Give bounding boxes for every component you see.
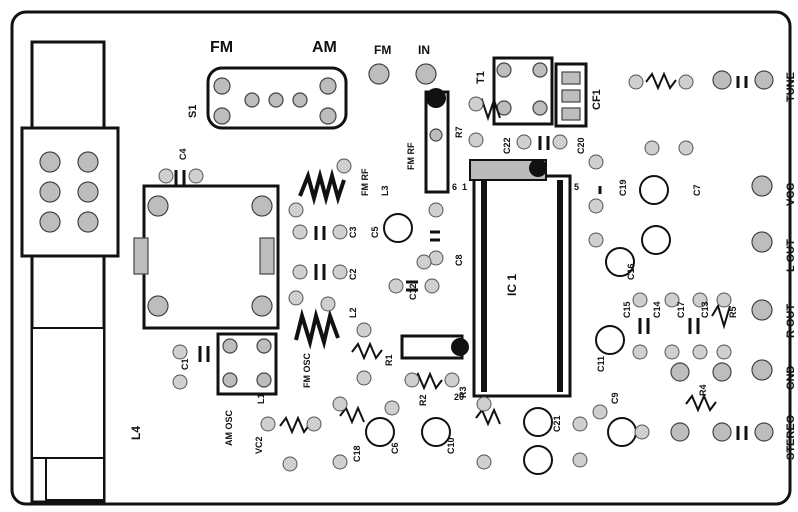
label-c4: C4: [178, 148, 188, 160]
label-c3: C3: [348, 226, 358, 238]
label-pin5: 5: [574, 182, 579, 192]
label-r4: R4: [698, 384, 708, 396]
capacitor-symbols: [174, 76, 748, 440]
edge-connection-pads: [670, 70, 774, 442]
label-fm-osc: FM OSC: [302, 353, 312, 388]
label-s1: S1: [187, 105, 199, 118]
labels: FM AM FM IN S1 T1 CF1 TUNE C4 FM RF L3 R…: [129, 39, 797, 462]
fm-in-pad: [368, 63, 390, 85]
fm-rf-pin1: [426, 88, 446, 108]
label-c13: C13: [700, 301, 710, 318]
label-gnd: GND: [785, 366, 797, 391]
label-c15: C15: [622, 301, 632, 318]
ic1-pin1-marker: [529, 159, 547, 177]
label-vcc: VCC: [785, 183, 797, 206]
label-l-out: L OUT: [785, 239, 797, 272]
label-c18: C18: [352, 445, 362, 462]
fm-rf-pad: [429, 128, 443, 142]
label-l2: L2: [348, 307, 358, 318]
fm-tuner-pads: [133, 195, 275, 317]
label-c9: C9: [610, 392, 620, 404]
label-c8: C8: [454, 254, 464, 266]
label-r-out: R OUT: [785, 304, 797, 339]
label-c14: C14: [652, 301, 662, 318]
l1-pads: [222, 338, 272, 388]
label-r3: R3: [458, 386, 468, 398]
c12-marker: [451, 338, 469, 356]
label-r2: R2: [418, 394, 428, 406]
label-am-osc: AM OSC: [224, 409, 234, 446]
label-c12-up: C12: [408, 283, 418, 300]
label-r1: R1: [384, 354, 394, 366]
label-c5: C5: [370, 226, 380, 238]
label-pin1: 1: [462, 182, 467, 192]
label-fm-top: FM: [210, 39, 233, 56]
label-fm-in: FM: [374, 43, 391, 57]
ic1-chip: [472, 174, 572, 398]
label-c17: C17: [676, 301, 686, 318]
label-l4: L4: [129, 426, 143, 440]
l4-pads: [39, 151, 99, 233]
label-pin6: 6: [452, 182, 457, 192]
l4-antenna: [20, 40, 120, 504]
label-c10: C10: [446, 437, 456, 454]
label-c19: C19: [618, 179, 628, 196]
label-c22: C22: [502, 137, 512, 154]
label-am-top: AM: [312, 39, 337, 56]
cf1-pads: [561, 71, 581, 121]
label-c2: C2: [348, 268, 358, 280]
board-outline: [10, 10, 792, 506]
label-c16: C16: [626, 263, 636, 280]
label-r5: R5: [728, 306, 738, 318]
label-c11: C11: [596, 356, 606, 372]
label-ic1: IC 1: [505, 274, 519, 296]
label-cf1: CF1: [591, 89, 603, 110]
label-fm-rf: FM RF: [360, 168, 370, 196]
label-c20: C20: [576, 137, 586, 154]
label-vc2: VC2: [254, 436, 264, 454]
label-pin20: 20: [454, 392, 464, 402]
s1-pads: [213, 77, 337, 125]
label-c6: C6: [390, 442, 400, 454]
label-tune: TUNE: [785, 72, 797, 102]
t1-pads: [496, 62, 548, 116]
label-stereo: STEREO: [785, 414, 797, 460]
label-c21: C21: [552, 415, 562, 432]
label-r7: R7: [454, 126, 464, 138]
in-pad: [415, 63, 437, 85]
label-t1: T1: [475, 71, 487, 84]
label-fm-rf-vert: FM RF: [406, 142, 416, 170]
label-c1: C1: [180, 358, 190, 370]
label-l1: L1: [256, 393, 266, 404]
misc-pads: [158, 74, 732, 472]
label-l3: L3: [380, 185, 390, 196]
l2-coil: [294, 308, 340, 350]
electrolytic-capacitors: [365, 175, 671, 475]
label-in: IN: [418, 43, 430, 57]
label-c7: C7: [692, 184, 702, 196]
l3-coil: [298, 168, 346, 206]
